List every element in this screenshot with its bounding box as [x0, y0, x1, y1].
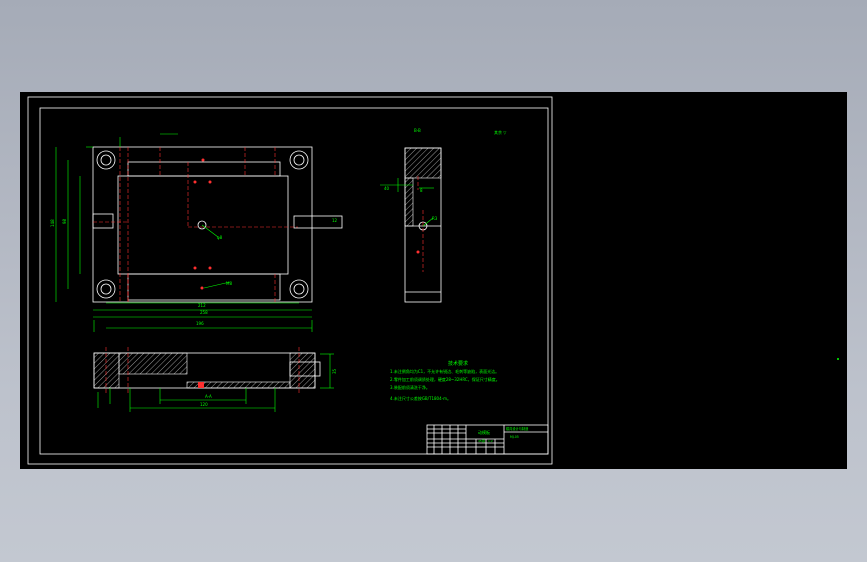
top-view [92, 146, 343, 303]
tech-req-title: 技术要求 [448, 360, 468, 367]
tech-req-line-2: 2.零件加工前须调质处理，硬度28~32HRC，保证尺寸精度。 [390, 376, 500, 382]
dim-hole-spacing: 196 [196, 321, 204, 326]
title-part-name: 动模板 [478, 429, 490, 435]
dim-slot-width: 120 [200, 402, 208, 407]
dim-inner-height: 98 [62, 218, 67, 224]
dim-slot: 12 [332, 218, 338, 223]
ucs-marker [837, 358, 839, 360]
sheet-border-inner [39, 107, 549, 455]
dim-side-width: 40 [384, 186, 390, 191]
cad-model-viewport[interactable]: 258 212 196 148 98 φ8 M8 12 120 A-A 35 [20, 92, 847, 469]
title-company: 模具设计与制造 [506, 426, 529, 431]
tech-req-line-3: 3.装配前须清洗干净。 [390, 384, 430, 390]
title-block: 动模板 模具设计与制造 MJ-05 45钢 1:2 [426, 424, 549, 455]
dim-thickness: 35 [332, 368, 337, 374]
side-view-dimensions [380, 178, 434, 227]
label-section-side: B-B [414, 128, 421, 133]
dim-hole-depth: 8 [420, 188, 423, 193]
title-material: 45钢 [478, 438, 485, 443]
roughness-note: 其余 ▽ [494, 129, 507, 135]
dim-radius: R3 [432, 216, 438, 221]
cad-drawing[interactable]: 258 212 196 148 98 φ8 M8 12 120 A-A 35 [20, 92, 847, 469]
dim-total-width: 258 [200, 310, 208, 315]
dim-thread: M8 [226, 281, 232, 286]
technical-requirements: 技术要求 1.未注倒角均为C1，不允许有锐边、毛刺等缺陷，表面光洁。 2.零件加… [390, 360, 500, 401]
front-view-dimensions [97, 353, 334, 412]
side-section-view [404, 147, 442, 303]
label-section-front: A-A [205, 394, 212, 399]
title-scale: 1:2 [488, 439, 493, 443]
dim-total-height: 148 [50, 219, 55, 227]
tech-req-line-4: 4.未注尺寸公差按GB/T1804-m。 [390, 395, 451, 401]
front-section-view [93, 347, 321, 394]
dim-inner-width: 212 [198, 303, 206, 308]
tech-req-line-1: 1.未注倒角均为C1，不允许有锐边、毛刺等缺陷，表面光洁。 [390, 368, 499, 374]
title-drawing-no: MJ-05 [510, 435, 519, 439]
sheet-border-outer [27, 96, 553, 465]
dim-hole-dia: φ8 [217, 235, 223, 240]
top-view-dimensions [55, 133, 313, 332]
